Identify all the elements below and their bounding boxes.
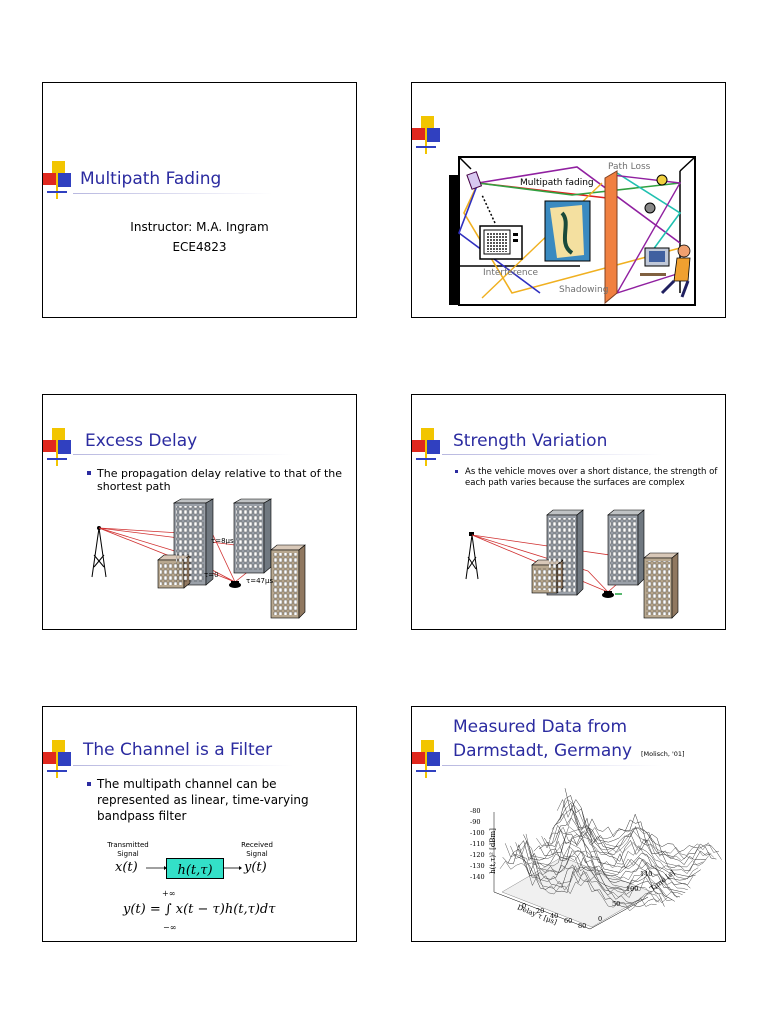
slide-6: Measured Data from Darmstadt, Germany [M… [411,706,726,942]
slide-title: Multipath Fading [80,169,222,189]
surface-line [523,834,681,898]
title-underline [73,765,293,766]
y-tick-label: 140 [640,870,653,878]
surface-line [520,842,678,899]
delay-label-0: τ=0 [204,571,219,579]
bullet-item: The multipath channel can be represented… [87,776,347,824]
measured-data-3d-plot [493,788,722,930]
surface-line [543,817,701,877]
surface-line [533,833,691,889]
bullet-item: The propagation delay relative to that o… [87,467,349,493]
title-underline [73,454,293,455]
surface-line [549,808,707,872]
surface-line [564,788,722,860]
filter-label: h(t,τ) [177,863,213,878]
slide-logo-icon [43,161,71,199]
z-tick-label: -110 [470,840,485,848]
integral-upper-limit: +∞ [162,889,176,898]
integral-lower-limit: −∞ [163,923,177,932]
excess-delay-diagram [91,498,306,619]
data-surface [499,788,722,912]
bullet-item: As the vehicle moves over a short distan… [455,467,719,489]
strength-variation-diagram [465,509,679,619]
surface-line [556,798,714,861]
y-tick-label: 100 [626,885,639,893]
z-tick-label: -120 [470,851,485,859]
slide-1: Multipath Fading Instructor: M.A. Ingram… [42,82,357,318]
slide-title: Excess Delay [85,431,198,451]
convolution-equation: y(t) = ∫ x(t − τ)h(t,τ)dτ [123,902,276,917]
surface-line [518,840,675,902]
input-signal: x(t) [115,860,138,875]
surface-line [536,825,694,886]
surface-line [499,860,657,912]
output-signal: y(t) [244,860,267,875]
surface-line [502,843,660,908]
citation: [Molisch, '01] [641,750,685,758]
title-underline [73,193,273,194]
surface-line [515,840,673,902]
rx-signal-label: Received Signal [241,841,273,858]
filter-box: h(t,τ) [166,858,224,879]
x-tick-label: 40 [550,912,559,920]
slide-title: Strength Variation [453,431,608,451]
surface-line [504,843,662,905]
x-tick-label: 80 [578,922,587,930]
slide-title-line-2: Darmstadt, Germany [453,741,633,761]
title-underline [442,454,662,455]
slide-title-line-1: Measured Data from [453,717,628,737]
instructor-text: Instructor: M.A. Ingram [130,220,269,234]
x-tick-label: 0 [522,902,527,910]
surface-line [546,824,704,874]
path-loss-label: Path Loss [608,162,651,172]
surface-line [562,799,720,856]
slide-3: Excess Delay The propagation delay relat… [42,394,357,630]
multipath-room-illustration [449,156,696,306]
slide-title: The Channel is a Filter [83,740,273,760]
z-tick-label: -140 [470,873,485,881]
slide-2: Path Loss Multipath fading Interference … [411,82,726,318]
z-tick-label: -90 [470,818,481,826]
multipath-fading-label: Multipath fading [520,178,594,188]
surface-line [525,833,683,896]
interference-label: Interference [483,268,539,278]
surface-line [554,802,712,865]
delay-label-47: τ=47μs [246,577,274,585]
x-tick-label: 60 [564,917,573,925]
z-axis-label: h(t,τ)² [dBm] [489,828,497,874]
delay-label-8: τ=8μs [211,537,234,545]
z-tick-label: -130 [470,862,485,870]
signal-arrows [146,866,242,870]
title-underline [442,765,662,766]
slide-5: The Channel is a Filter The multipath ch… [42,706,357,942]
shadowing-label: Shadowing [559,285,609,295]
x-tick-label: 20 [536,907,545,915]
y-tick-label: 0 [598,915,603,923]
slide-4: Strength Variation As the vehicle moves … [411,394,726,630]
z-tick-label: -80 [470,807,481,815]
y-tick-label: 50 [612,900,621,908]
surface-line [541,826,699,880]
surface-line [551,810,709,868]
z-tick-label: -100 [470,829,485,837]
surface-line [528,833,686,893]
tx-signal-label: Transmitted Signal [107,841,149,858]
course-text: ECE4823 [172,240,227,254]
